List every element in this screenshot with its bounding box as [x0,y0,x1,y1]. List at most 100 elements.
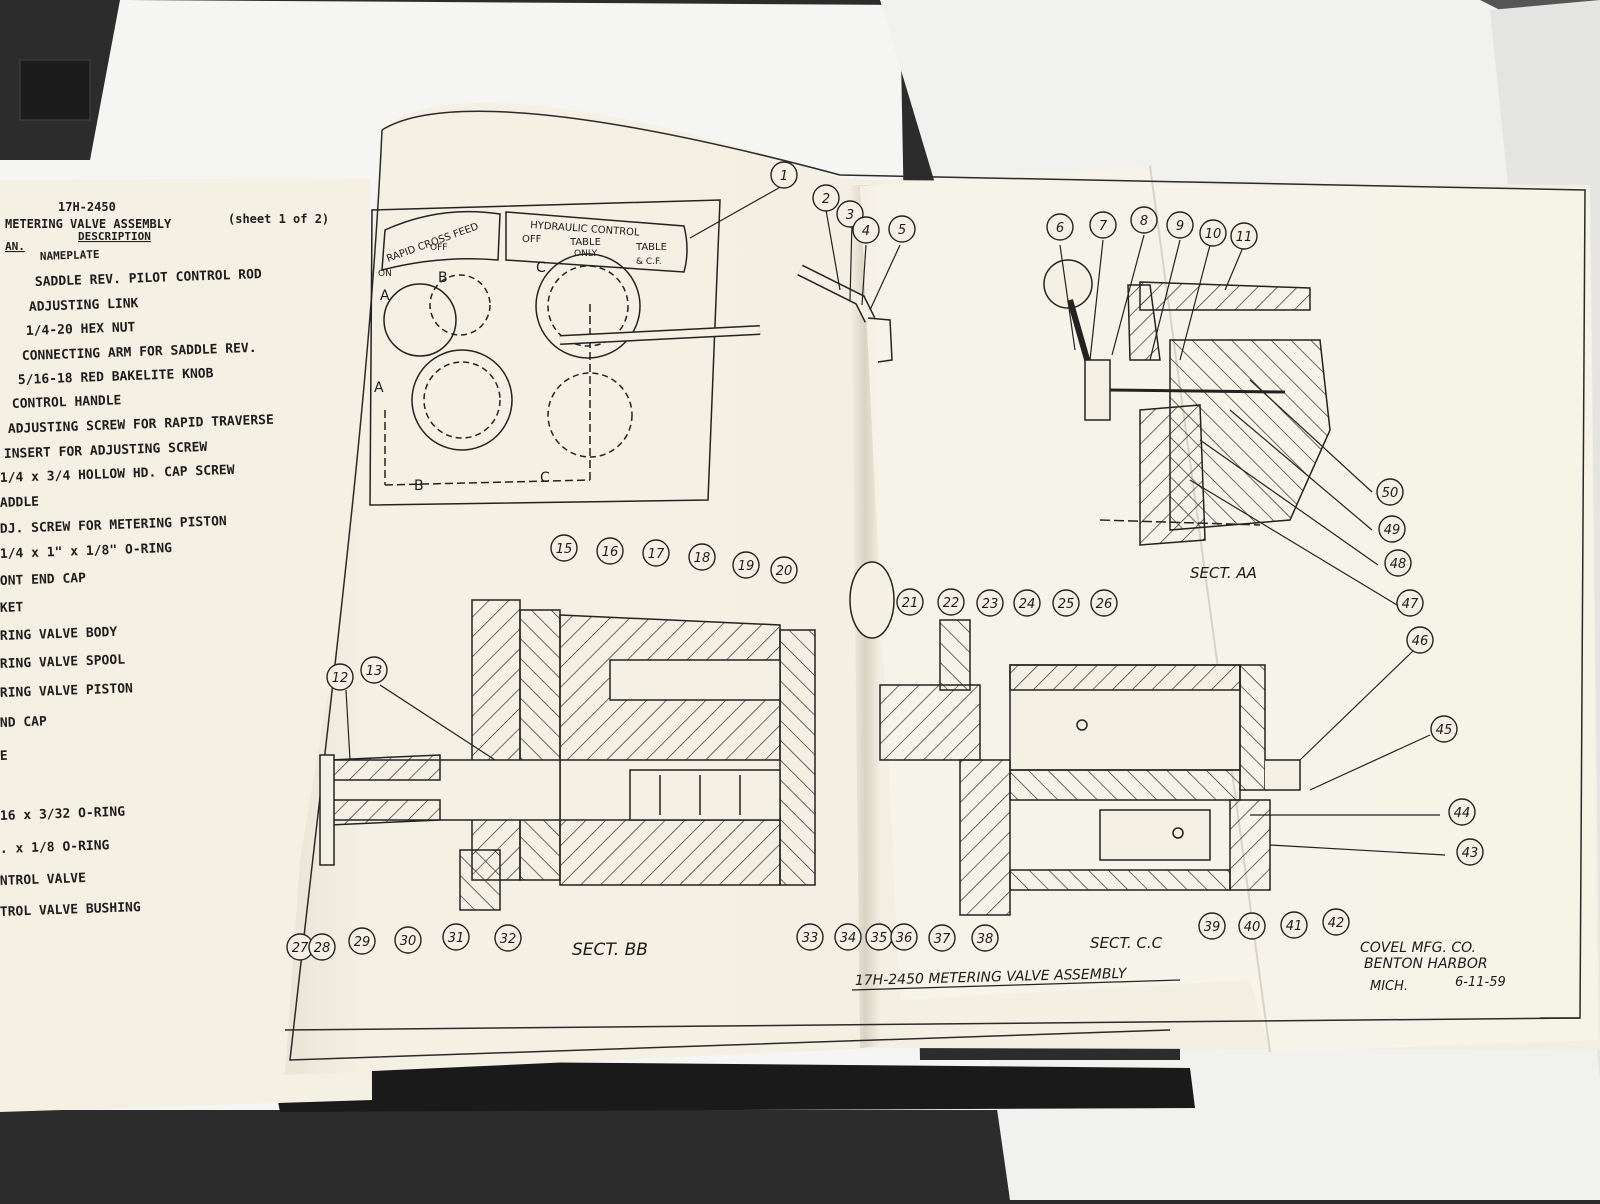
callout-12: 12 [326,663,354,691]
callout-19: 19 [732,551,760,579]
callout-circle [1052,589,1080,617]
callout-number: 13 [366,664,383,679]
plug [19,59,91,121]
callout-number: 48 [1390,557,1407,572]
callout-39: 39 [1198,912,1226,940]
callout-circle [688,543,716,571]
callout-37: 37 [928,924,956,952]
section-letter: A [374,380,384,396]
parts-list-item: NAMEPLATE [40,248,100,263]
callout-number: 4 [862,224,870,239]
callout-number: 3 [846,208,854,223]
callout-number: 20 [776,564,793,579]
parts-list-item: 1/4-20 HEX NUT [26,320,136,339]
parts-list-item: E [0,749,8,764]
section-letter: C [540,470,550,486]
callout-circle [1448,798,1476,826]
callout-25: 25 [1052,589,1080,617]
parts-list-item: 16 x 3/32 O-RING [0,805,125,824]
drawing-border-bottom [284,1017,1581,1031]
section-letter: B [438,270,448,286]
callout-11: 11 [1230,222,1258,250]
callout-circle [1230,222,1258,250]
company-city: BENTON HARBOR [1364,956,1488,972]
callout-circle [1322,908,1350,936]
callout-number: 32 [500,932,517,947]
callout-23: 23 [976,589,1004,617]
callout-number: 50 [1382,486,1399,501]
callout-27: 27 [286,933,314,961]
parts-list-item: RING VALVE BODY [0,625,118,644]
callout-34: 34 [834,923,862,951]
callout-circle [1396,589,1424,617]
callout-45: 45 [1430,715,1458,743]
callout-38: 38 [971,924,999,952]
callout-circle [1090,589,1118,617]
callout-32: 32 [494,924,522,952]
fold-line [1149,165,1271,1053]
callout-circle [1089,211,1117,239]
callout-number: 17 [648,547,665,562]
callout-number: 40 [1244,920,1261,935]
callout-number: 28 [314,941,331,956]
callout-number: 22 [943,596,960,611]
callout-number: 33 [802,931,819,946]
callout-4: 4 [852,216,880,244]
callout-number: 10 [1205,227,1222,242]
callout-circle [971,924,999,952]
callout-circle [852,216,880,244]
callout-circle [834,923,862,951]
sheet-label: (sheet 1 of 2) [228,212,329,226]
section-markers: A B C A B C [374,260,550,494]
callout-16: 16 [596,537,624,565]
callout-circle [494,924,522,952]
callout-number: 34 [840,931,857,946]
drawing-number: 17H-2450 [58,200,116,214]
section-bb-label: SECT. BB [572,940,648,960]
callout-13: 13 [360,656,388,684]
parts-list-item: TROL VALVE BUSHING [0,900,141,920]
callout-circle [812,184,840,212]
parts-list-item: ADDLE [0,495,39,511]
callout-6: 6 [1046,213,1074,241]
callout-number: 46 [1412,634,1429,649]
parts-list-item: ONT END CAP [0,571,86,589]
callout-36: 36 [890,923,918,951]
callout-circle [642,539,670,567]
callout-number: 9 [1176,219,1184,234]
drawing-border-top [381,110,1586,1019]
callout-number: 31 [448,931,465,946]
callout-circle [896,588,924,616]
callout-33: 33 [796,923,824,951]
callout-15: 15 [550,534,578,562]
callout-47: 47 [1396,589,1424,617]
callout-number: 27 [292,941,309,956]
callout-circle [360,656,388,684]
callout-18: 18 [688,543,716,571]
callout-circle [1456,838,1484,866]
callout-circle [1280,911,1308,939]
callout-number: 8 [1140,214,1148,229]
callout-circle [1199,219,1227,247]
callout-30: 30 [394,926,422,954]
callout-number: 26 [1096,597,1113,612]
callout-circle [1406,626,1434,654]
callout-circle [976,589,1004,617]
callout-circle [1376,478,1404,506]
parts-list-item: RING VALVE PISTON [0,681,133,701]
callout-circle [1238,912,1266,940]
callout-circle [1378,515,1406,543]
callout-circle [442,923,470,951]
callout-number: 29 [354,935,371,950]
hc-table-cf-label: TABLE [635,242,667,253]
section-aa-label: SECT. AA [1190,564,1257,582]
callout-17: 17 [642,539,670,567]
drawing-date: 6-11-59 [1455,975,1506,990]
section-letter: C [536,260,546,276]
description-header: DESCRIPTION [78,230,151,243]
parts-list-item: 5/16-18 RED BAKELITE KNOB [18,366,214,388]
callout-number: 44 [1454,806,1471,821]
parts-list-title: METERING VALVE ASSEMBLY [5,217,172,231]
callout-number: 23 [982,597,999,612]
